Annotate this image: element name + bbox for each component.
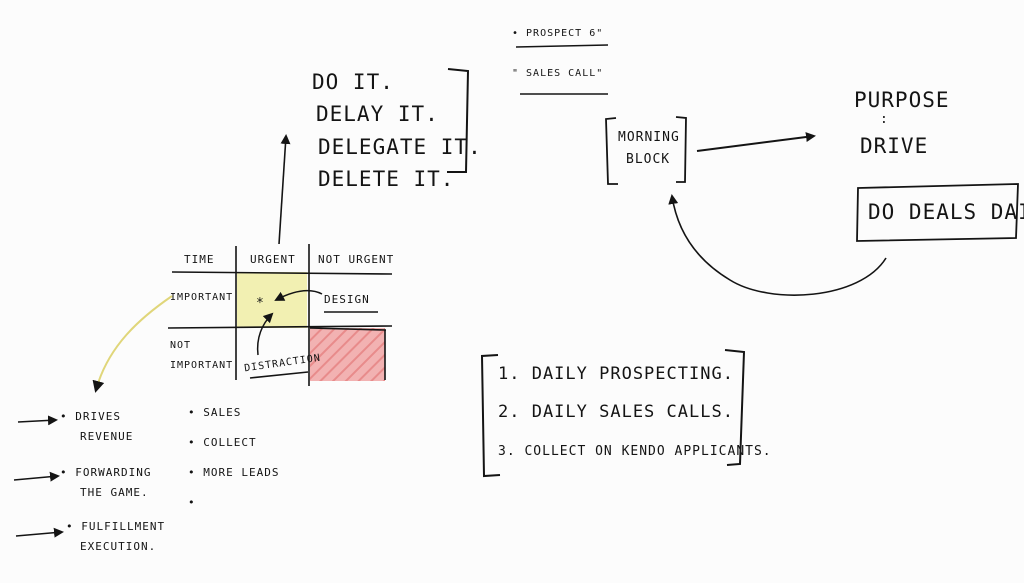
morning-block-left-bracket [605,117,618,185]
matrix-col-not-urgent: NOT URGENT [318,253,395,266]
daily-list-item-2: 2. DAILY SALES CALLS. [498,402,734,422]
middle-list-more-leads: • MORE LEADS [188,466,280,479]
matrix-col-urgent: URGENT [250,253,296,266]
left-list-item-3-line1: • FULFILLMENT [66,520,166,533]
do-deals-daily-box [856,183,1019,242]
morning-block-right-bracket [675,116,687,183]
left-list-item-3-line2: EXECUTION. [80,540,157,553]
daily-list-item-3: 3. COLLECT ON KENDO APPLICANTS. [498,444,772,459]
action-delegate-it: DELEGATE IT. [318,135,482,159]
arrow-design-to-star [274,289,323,301]
matrix-row-not-important-2: IMPORTANT [170,360,234,371]
daily-list-right-bracket [724,349,746,466]
note-prospect: • PROSPECT 6" [512,28,604,39]
matrix-row-important: IMPORTANT [170,292,234,303]
matrix-star: * [256,296,265,311]
middle-list-collect: • COLLECT [188,436,257,449]
matrix-row-not-important-1: NOT [170,340,192,351]
actions-bracket [447,68,470,173]
distraction-fill [310,328,385,381]
action-delete-it: DELETE IT. [318,167,455,191]
arrow-important-to-list [92,295,173,393]
left-list-item-2-line1: • FORWARDING [60,466,152,479]
middle-list-sales: • SALES [188,406,242,419]
left-list-item-1-line1: • DRIVES [60,410,121,423]
daily-list-item-1: 1. DAILY PROSPECTING. [498,364,734,384]
left-list-item-1-line2: REVENUE [80,430,134,443]
drive-label: DRIVE [860,134,929,158]
action-do-it: DO IT. [312,70,394,94]
purpose-label: PURPOSE [854,88,950,112]
left-list-item-2-line2: THE GAME. [80,486,149,499]
arrow-return-to-morning [668,194,887,296]
morning-block-line2: BLOCK [626,152,671,167]
middle-list-bullet: • [188,496,196,509]
do-deals-daily-label: DO DEALS DAILY [868,200,1024,224]
matrix-design-label: DESIGN [324,293,370,306]
daily-list-left-bracket [480,354,501,478]
arrow-to-purpose [696,132,816,152]
arrow-distraction-to-star [256,312,274,356]
arrow-up-to-actions [278,134,291,245]
note-sales-call: " SALES CALL" [512,68,604,79]
urgent-important-fill [237,272,307,328]
action-delay-it: DELAY IT. [316,102,439,126]
matrix-corner-time: TIME [184,253,215,266]
morning-block-line1: MORNING [618,130,680,145]
purpose-drive-dots: : [880,112,889,127]
